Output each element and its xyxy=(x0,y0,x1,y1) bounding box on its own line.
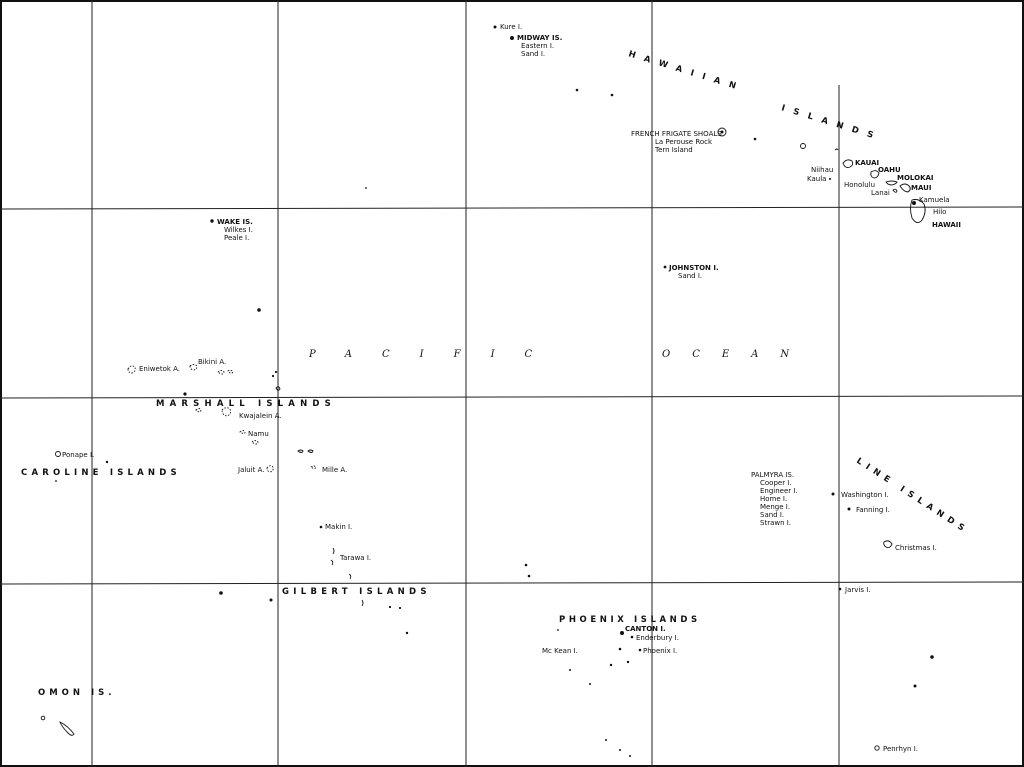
label-french-frigate: FRENCH FRIGATE SHOALS xyxy=(631,130,722,138)
label-ocean: OCEAN xyxy=(662,349,811,360)
label-kaula: Kaula xyxy=(807,175,826,183)
label-eastern: Eastern I. xyxy=(521,42,554,50)
label-engineer: Engineer I. xyxy=(760,487,798,495)
label-mckean: Mc Kean I. xyxy=(542,647,578,655)
hawaii-island xyxy=(910,199,926,223)
label-phoenix-islands: PHOENIX ISLANDS xyxy=(559,615,701,625)
label-honolulu: Honolulu xyxy=(844,181,875,189)
oahu-island xyxy=(870,170,880,179)
label-hawaiian-islands: ISLANDS xyxy=(780,103,883,143)
eniwetok-atoll xyxy=(127,365,136,374)
label-niihau: Niihau xyxy=(811,166,833,174)
label-lanai: Lanai xyxy=(871,189,890,197)
label-tarawa: Tarawa I. xyxy=(339,554,371,562)
label-jarvis: Jarvis I. xyxy=(844,586,870,594)
label-namu: Namu xyxy=(248,430,269,438)
label-bikini: Bikini A. xyxy=(198,358,226,366)
label-makin: Makin I. xyxy=(325,523,352,531)
label-molokai: MOLOKAI xyxy=(897,174,934,182)
label-johnston-sand: Sand I. xyxy=(678,272,702,280)
label-cooper: Cooper I. xyxy=(760,479,792,487)
island-outlines xyxy=(40,127,926,751)
molokai-island xyxy=(885,180,898,186)
label-hawaii: HAWAII xyxy=(932,221,961,229)
label-mille: Mille A. xyxy=(322,466,347,474)
label-fanning: Fanning I. xyxy=(856,506,890,514)
label-la-perouse: La Perouse Rock xyxy=(655,138,713,146)
penrhyn-atoll xyxy=(874,745,880,751)
tarawa-atoll xyxy=(332,547,335,555)
label-caroline: CAROLINE ISLANDS xyxy=(21,468,181,478)
lanai-island xyxy=(892,188,898,193)
kauai-island xyxy=(842,159,854,168)
bikini-atoll xyxy=(189,364,198,371)
label-palmyra-sand: Sand I. xyxy=(760,511,784,519)
label-ponape: Ponape I. xyxy=(62,451,94,459)
mille-atoll xyxy=(310,465,317,469)
label-johnston: JOHNSTON I. xyxy=(668,264,719,272)
parallel-1 xyxy=(0,206,1024,210)
solomon-island xyxy=(59,721,75,736)
label-kwajalein: Kwajalein A. xyxy=(239,412,282,420)
place-labels: Kure I. MIDWAY IS. Eastern I. Sand I. HA… xyxy=(21,23,971,753)
islet-dots xyxy=(55,25,934,757)
label-gilbert: GILBERT ISLANDS xyxy=(282,587,431,597)
label-midway: MIDWAY IS. xyxy=(517,34,562,42)
parallel-3 xyxy=(0,581,1024,585)
label-hilo: Hilo xyxy=(933,208,946,216)
label-solomon: OMON IS. xyxy=(38,688,116,698)
label-pacific: PACIFIC xyxy=(308,349,562,360)
kwajalein-atoll xyxy=(221,407,232,417)
maui-island xyxy=(899,183,911,193)
parallel-2 xyxy=(0,395,1024,399)
label-menge: Menge I. xyxy=(760,503,790,511)
label-enderbury: Enderbury I. xyxy=(636,634,679,642)
label-phoenix-island: Phoenix I. xyxy=(643,647,677,655)
label-tern: Tern Island xyxy=(654,146,693,154)
christmas-island xyxy=(883,540,893,549)
label-peale: Peale I. xyxy=(224,234,249,242)
label-maui: MAUI xyxy=(911,184,931,192)
label-kamuela: Kamuela xyxy=(919,196,950,204)
label-penrhyn: Penrhyn I. xyxy=(883,745,918,753)
label-jaluit: Jaluit A. xyxy=(237,466,265,474)
label-midway-sand: Sand I. xyxy=(521,50,545,58)
label-canton: CANTON I. xyxy=(625,625,666,633)
label-palmyra: PALMYRA IS. xyxy=(751,471,794,479)
label-eniwetok: Eniwetok A. xyxy=(139,365,180,373)
label-hawaiian: HAWAIIAN xyxy=(627,49,746,94)
label-strawn: Strawn I. xyxy=(760,519,791,527)
label-wake: WAKE IS. xyxy=(217,218,253,226)
label-christmas: Christmas I. xyxy=(895,544,937,552)
label-wilkes: Wilkes I. xyxy=(224,226,253,234)
namu-atoll xyxy=(239,430,246,434)
french-frigate-shoals xyxy=(717,127,727,137)
ponape-island xyxy=(55,451,61,457)
jaluit-atoll xyxy=(266,465,274,473)
label-oahu: OAHU xyxy=(878,166,901,174)
label-home: Home I. xyxy=(760,495,787,503)
label-marshall: MARSHALL ISLANDS xyxy=(156,399,336,409)
label-kauai: KAUAI xyxy=(855,159,879,167)
label-washington: Washington I. xyxy=(841,491,889,499)
label-kure: Kure I. xyxy=(500,23,522,31)
